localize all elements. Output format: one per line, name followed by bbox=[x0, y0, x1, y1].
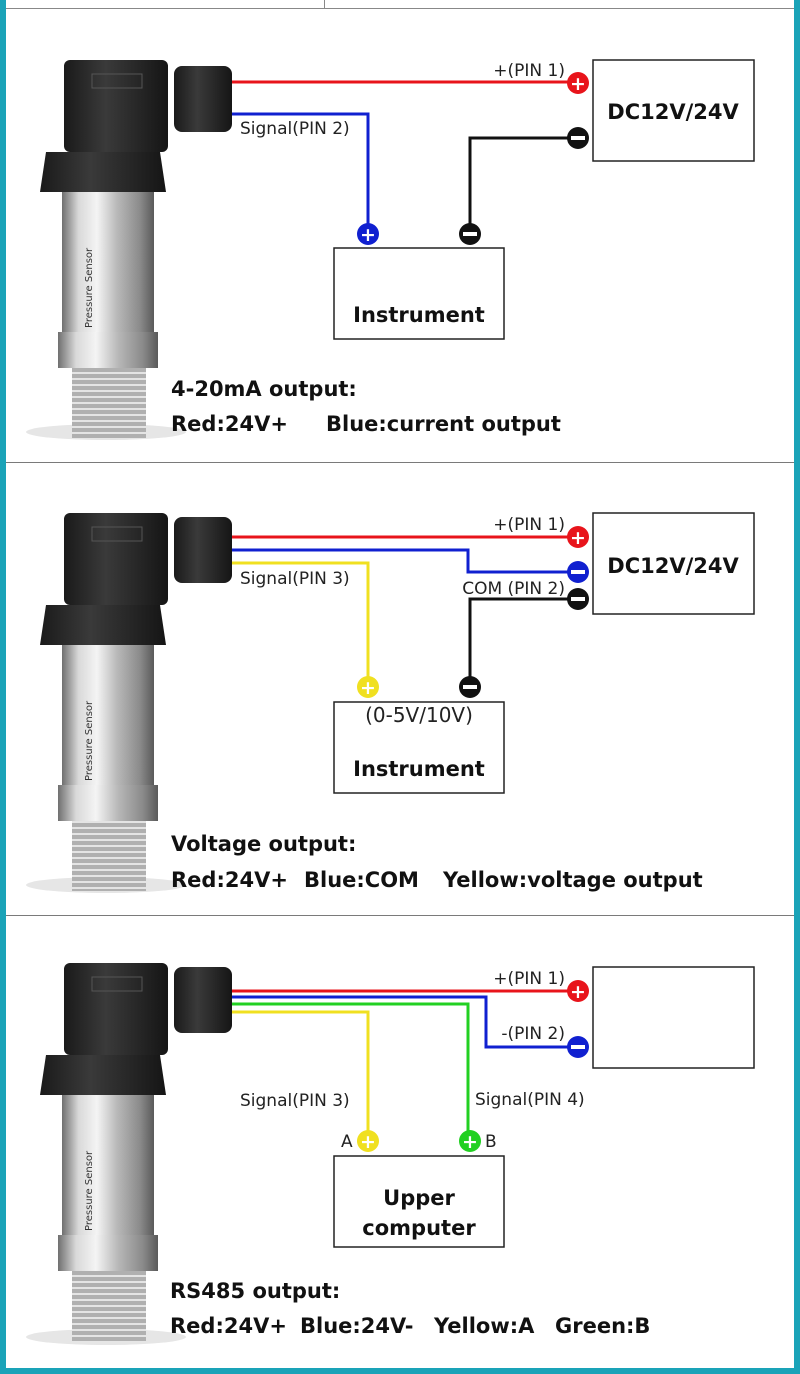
plus-terminal-icon: + bbox=[459, 1130, 481, 1153]
minus-terminal-icon bbox=[459, 676, 481, 698]
svg-text:+: + bbox=[360, 677, 376, 699]
plus-terminal-icon: + bbox=[567, 526, 589, 549]
upper-computer-line1: Upper bbox=[383, 1186, 455, 1210]
terminal-b-label: B bbox=[485, 1132, 497, 1152]
instrument-label: Instrument bbox=[353, 303, 485, 327]
caption-red: Red:24V+ bbox=[171, 412, 288, 436]
minus-terminal-icon bbox=[459, 223, 481, 245]
pin1-label: +(PIN 1) bbox=[493, 61, 565, 81]
caption-title: RS485 output: bbox=[170, 1279, 340, 1303]
plus-terminal-icon: + bbox=[567, 72, 589, 95]
caption-blue: Blue:current output bbox=[326, 412, 561, 436]
caption-green: Green:B bbox=[555, 1314, 650, 1338]
plus-terminal-icon: + bbox=[357, 223, 379, 246]
svg-text:+: + bbox=[570, 981, 586, 1003]
caption-red: Red:24V+ bbox=[171, 868, 288, 892]
plus-terminal-icon: + bbox=[357, 676, 379, 699]
pressure-sensor-image: Pressure Sensor bbox=[26, 513, 232, 893]
svg-text:+: + bbox=[570, 527, 586, 549]
caption-yellow: Yellow:voltage output bbox=[442, 868, 703, 892]
signal3-label: Signal(PIN 3) bbox=[240, 1091, 350, 1111]
caption-yellow: Yellow:A bbox=[433, 1314, 535, 1338]
caption-red: Red:24V+ bbox=[170, 1314, 287, 1338]
supply-label: DC12V/24V bbox=[607, 100, 739, 124]
pressure-sensor-image: Pressure Sensor bbox=[26, 963, 232, 1345]
divider-2 bbox=[6, 915, 794, 916]
top-edge bbox=[6, 0, 794, 9]
upper-computer-line2: computer bbox=[362, 1216, 476, 1240]
svg-text:Pressure Sensor: Pressure Sensor bbox=[84, 247, 95, 328]
minus-terminal-icon bbox=[567, 588, 589, 610]
terminal-a-label: A bbox=[341, 1132, 353, 1152]
caption-title: 4-20mA output: bbox=[171, 377, 357, 401]
svg-text:Pressure Sensor: Pressure Sensor bbox=[84, 700, 95, 781]
svg-text:+: + bbox=[360, 1131, 376, 1153]
caption-blue: Blue:COM bbox=[304, 868, 419, 892]
pin1-label: +(PIN 1) bbox=[493, 515, 565, 535]
divider-1 bbox=[6, 462, 794, 463]
svg-text:+: + bbox=[360, 224, 376, 246]
signal-label: Signal(PIN 3) bbox=[240, 569, 350, 589]
minus-terminal-icon bbox=[567, 561, 589, 583]
pin2-label: -(PIN 2) bbox=[501, 1024, 565, 1044]
caption-title: Voltage output: bbox=[171, 832, 356, 856]
instrument-range: (0-5V/10V) bbox=[365, 703, 473, 727]
svg-text:+: + bbox=[462, 1131, 478, 1153]
caption-blue: Blue:24V- bbox=[300, 1314, 413, 1338]
pressure-sensor-image: Pressure Sensor bbox=[26, 60, 232, 440]
instrument-label: Instrument bbox=[353, 757, 485, 781]
plus-terminal-icon: + bbox=[357, 1130, 379, 1153]
supply-label: DC12V/24V bbox=[607, 554, 739, 578]
plus-terminal-icon: + bbox=[567, 980, 589, 1003]
svg-text:+: + bbox=[570, 73, 586, 95]
panel-current-output: Pressure Sensor DC12V/24V Instrument + +… bbox=[6, 0, 794, 462]
com-label: COM (PIN 2) bbox=[462, 579, 565, 599]
minus-terminal-icon bbox=[567, 1036, 589, 1058]
panel-voltage-output: Pressure Sensor DC12V/24V (0-5V/10V) Ins… bbox=[6, 455, 794, 915]
signal-label: Signal(PIN 2) bbox=[240, 119, 350, 139]
svg-text:Pressure Sensor: Pressure Sensor bbox=[84, 1150, 95, 1231]
pin1-label: +(PIN 1) bbox=[493, 969, 565, 989]
minus-terminal-icon bbox=[567, 127, 589, 149]
panel-rs485-output: Pressure Sensor Upper computer + + + +(P… bbox=[6, 909, 794, 1367]
signal4-label: Signal(PIN 4) bbox=[475, 1090, 585, 1110]
